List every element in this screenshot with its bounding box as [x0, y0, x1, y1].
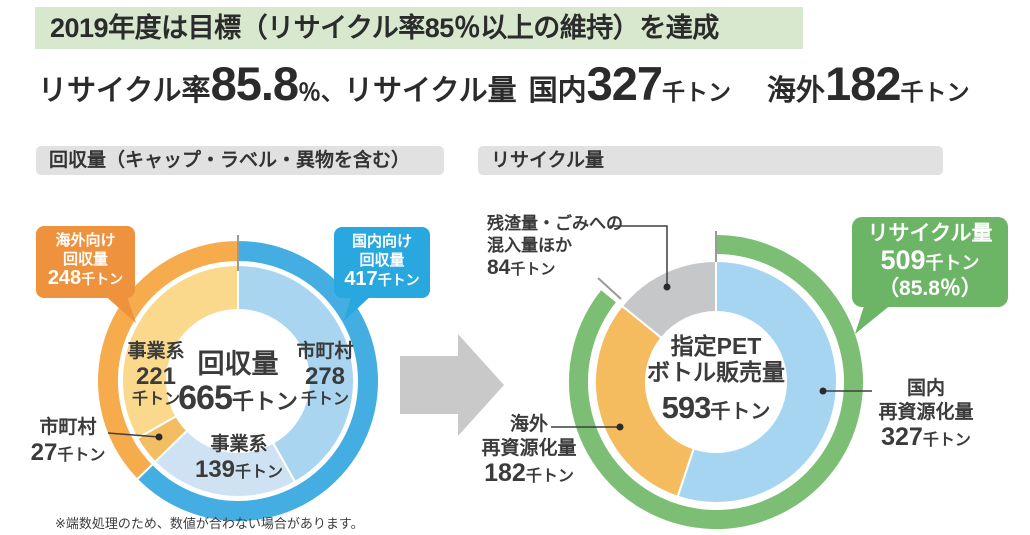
overseas-collection-bubble: 海外向け 回収量 248千トン — [36, 226, 135, 298]
residue-dot — [663, 283, 671, 291]
callout-label-domestic-327: 国内 再資源化量 327千トン — [878, 378, 974, 451]
headline-overseas-label: 海外 — [767, 75, 826, 107]
callout-label-municipal-27: 市町村 27千トン — [30, 417, 106, 466]
ring-label-business-221: 事業系 221 千トン — [127, 341, 185, 408]
headline-domestic-label: 国内 — [528, 75, 587, 107]
collection-donut — [96, 238, 380, 523]
municipal-small-dot — [155, 433, 163, 441]
domestic-collection-bubble: 国内向け 回収量 417千トン — [334, 227, 430, 298]
outer-segment-国内向け回収量 — [135, 238, 380, 523]
residue-line — [610, 225, 668, 287]
bubble-tails — [102, 293, 893, 334]
recycle-end-tick — [597, 277, 622, 300]
callout-label-residue-84: 残渣量・ごみへの 混入量ほか 84千トン — [487, 214, 623, 279]
headline-overseas-value: 182 — [825, 57, 901, 110]
callout-lines — [107, 225, 872, 441]
flow-arrow-icon — [400, 334, 504, 436]
overseas-recycle-dot — [616, 423, 624, 431]
overseas-bubble-tail — [102, 293, 136, 323]
inner-segment-国内再資源化量 — [676, 259, 838, 504]
headline-rate-label: リサイクル率 — [38, 75, 211, 107]
callout-label-overseas-182: 海外 再資源化量 182千トン — [481, 414, 577, 487]
recycle-bubble-tail — [855, 303, 893, 334]
headline-rate-unit: ％、 — [298, 79, 345, 105]
headline-overseas-unit: 千トン — [900, 79, 970, 105]
headline-domestic-unit: 千トン — [662, 79, 732, 105]
domestic-bubble-tail — [344, 293, 374, 321]
outer-segment-リサイクル量 — [566, 232, 865, 531]
inner-segment-海外再資源化量 — [594, 304, 696, 499]
recycle-donut — [566, 232, 865, 531]
inner-segment-事業系 — [121, 263, 239, 440]
recycle-center-label: 指定PET ボトル販売量 593千トン — [647, 333, 785, 425]
inner-segment-市町村 — [237, 263, 355, 484]
recycle-amount-bubble: リサイクル量 509千トン （85.8％） — [852, 217, 1008, 307]
ring-label-municipal-278: 市町村 278 千トン — [296, 341, 354, 408]
section-title-recycle: リサイクル量 — [478, 146, 943, 175]
decoration-ticks — [237, 231, 717, 300]
headline-amount-label: リサイクル量 — [344, 75, 517, 107]
headline: リサイクル率85.8％、リサイクル量国内327千トン海外182千トン — [38, 56, 969, 110]
footnote: ※端数処理のため、数値が合わない場合があります。 — [55, 516, 364, 531]
collection-center-label: 回収量 665千トン — [178, 349, 298, 417]
headline-domestic-value: 327 — [586, 57, 663, 110]
section-title-collection: 回収量（キャップ・ラベル・異物を含む） — [36, 146, 444, 175]
headline-rate-value: 85.8 — [210, 57, 299, 110]
municipal-small-line — [107, 432, 160, 438]
banner-title: 2019年度は目標（リサイクル率85％以上の維持）を達成 — [35, 7, 803, 49]
ring-label-business-139: 事業系 139千トン — [194, 434, 284, 483]
domestic-recycle-dot — [819, 387, 827, 395]
